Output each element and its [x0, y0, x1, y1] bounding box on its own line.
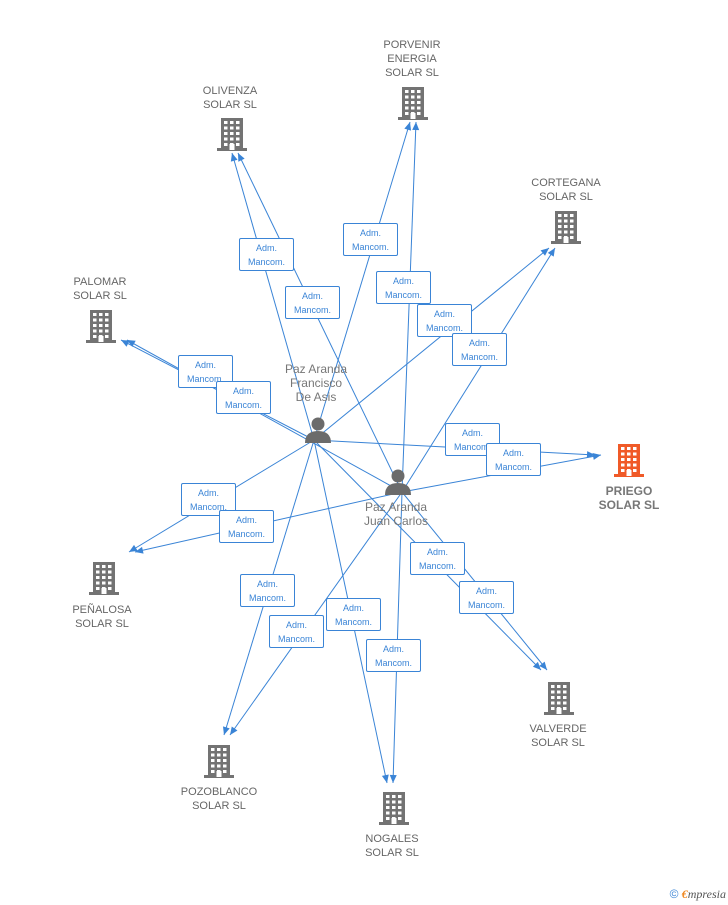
relation-label[interactable]: Adm. Mancom. [239, 238, 294, 271]
building-icon-olivenza[interactable] [217, 118, 247, 151]
building-icon-nogales[interactable] [379, 792, 409, 825]
arrowhead-icon [135, 546, 144, 554]
company-label-nogales[interactable]: NOGALES SOLAR SL [365, 833, 419, 859]
building-icon-cortegana[interactable] [551, 211, 581, 244]
arrowhead-icon [586, 451, 595, 459]
relation-edge [313, 247, 550, 441]
person-icon-francisco[interactable] [305, 417, 331, 444]
arrowhead-icon [539, 661, 547, 670]
arrowhead-icon [121, 340, 130, 347]
relation-label[interactable]: Adm. Mancom. [216, 381, 271, 414]
arrowhead-icon [532, 661, 541, 670]
person-icon-juancarlos[interactable] [385, 469, 411, 496]
relation-label[interactable]: Adm. Mancom. [269, 615, 324, 648]
brand-logo-initial: € [681, 887, 688, 901]
relation-label[interactable]: Adm. Mancom. [486, 443, 541, 476]
company-label-priego[interactable]: PRIEGO SOLAR SL [598, 484, 660, 512]
company-label-valverde[interactable]: VALVERDE SOLAR SL [529, 723, 587, 749]
relation-label[interactable]: Adm. Mancom. [343, 223, 398, 256]
company-label-palomar[interactable]: PALOMAR SOLAR SL [73, 276, 127, 302]
company-label-porvenir[interactable]: PORVENIR ENERGIA SOLAR SL [383, 39, 441, 79]
relation-label[interactable]: Adm. Mancom. [366, 639, 421, 672]
arrowhead-icon [222, 726, 230, 735]
relation-label[interactable]: Adm. Mancom. [417, 304, 472, 337]
relation-label[interactable]: Adm. Mancom. [376, 271, 431, 304]
relation-label[interactable]: Adm. Mancom. [285, 286, 340, 319]
company-label-penalosa[interactable]: PEÑALOSA SOLAR SL [72, 604, 132, 630]
company-label-cortegana[interactable]: CORTEGANA SOLAR SL [531, 177, 601, 203]
building-icon-penalosa[interactable] [89, 562, 119, 595]
relation-label[interactable]: Adm. Mancom. [459, 581, 514, 614]
arrowhead-icon [238, 153, 245, 162]
arrowhead-icon [230, 153, 238, 162]
relation-edge [126, 339, 403, 493]
relation-edge [401, 247, 556, 493]
building-icon-priego[interactable] [614, 444, 644, 477]
copyright-symbol: © [669, 887, 679, 901]
brand-logo: €mpresia [682, 887, 726, 901]
relation-edge [237, 152, 403, 493]
arrowhead-icon [412, 122, 420, 131]
brand-logo-text: mpresia [687, 887, 726, 901]
person-label-francisco[interactable]: Paz Aranda Francisco De Asis [284, 362, 348, 404]
arrowhead-icon [540, 248, 549, 256]
building-icon-palomar[interactable] [86, 310, 116, 343]
relation-label[interactable]: Adm. Mancom. [410, 542, 465, 575]
arrowhead-icon [389, 774, 397, 783]
building-icon-pozoblanco[interactable] [204, 745, 234, 778]
relation-edge [401, 121, 417, 493]
arrowhead-icon [129, 544, 138, 552]
arrowhead-icon [127, 340, 136, 347]
arrowhead-icon [592, 453, 601, 460]
arrowhead-icon [381, 774, 389, 783]
arrowhead-icon [230, 726, 238, 735]
relation-edge [392, 491, 403, 784]
building-icon-valverde[interactable] [544, 682, 574, 715]
arrowhead-icon [547, 248, 555, 257]
company-label-olivenza[interactable]: OLIVENZA SOLAR SL [202, 85, 258, 111]
relation-label[interactable]: Adm. Mancom. [240, 574, 295, 607]
relation-edge [313, 121, 411, 441]
relation-edge [231, 152, 315, 441]
person-label-juancarlos[interactable]: Paz Aranda Juan Carlos [363, 500, 429, 528]
company-label-pozoblanco[interactable]: POZOBLANCO SOLAR SL [180, 786, 258, 812]
relation-label[interactable]: Adm. Mancom. [219, 510, 274, 543]
relation-label[interactable]: Adm. Mancom. [452, 333, 507, 366]
building-icon-porvenir[interactable] [398, 87, 428, 120]
relation-label[interactable]: Adm. Mancom. [326, 598, 381, 631]
relation-edge [229, 491, 403, 736]
arrowhead-icon [404, 122, 412, 131]
footer-brand: © €mpresia [670, 887, 726, 902]
